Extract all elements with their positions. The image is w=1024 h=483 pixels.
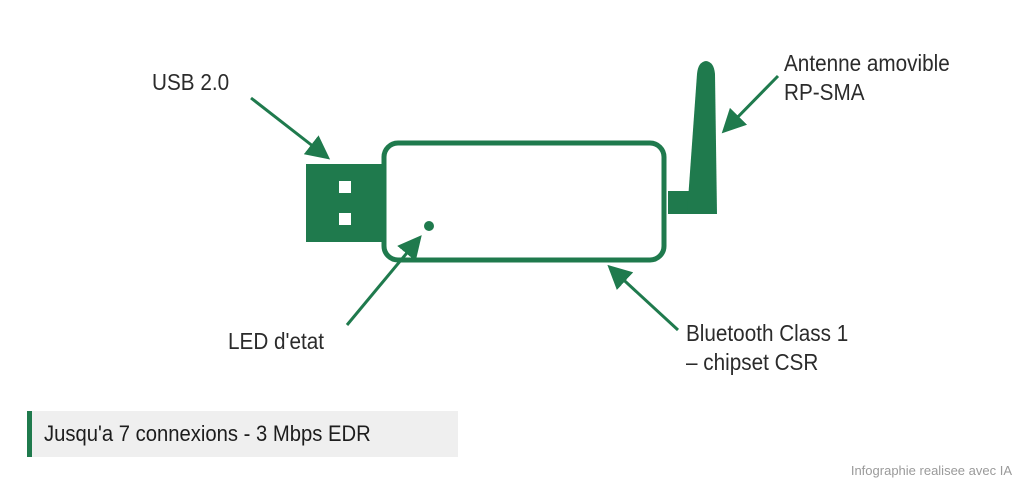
- usb-connector: [306, 164, 388, 242]
- antenna: [668, 61, 717, 214]
- status-led: [424, 221, 434, 231]
- bluetooth-label-line-2: – chipset CSR: [686, 349, 819, 375]
- antenna-label: Antenne amovible RP-SMA: [784, 49, 950, 107]
- led-label-text: LED d'etat: [228, 328, 325, 354]
- led-label: LED d'etat: [228, 327, 324, 356]
- usb-contact-slot-top: [339, 181, 351, 193]
- credit-text: Infographie realisee avec IA: [850, 463, 1012, 478]
- led-pointer-arrow: [345, 235, 422, 326]
- usb-label: USB 2.0: [152, 68, 229, 97]
- bluetooth-pointer-arrow: [607, 264, 680, 332]
- antenna-pointer-arrow: [721, 74, 780, 134]
- bluetooth-label: Bluetooth Class 1 – chipset CSR: [686, 319, 848, 377]
- dongle-body: [381, 140, 667, 263]
- antenna-label-line-1: Antenne amovible: [784, 50, 950, 76]
- footer-banner: Jusqu'a 7 connexions - 3 Mbps EDR: [27, 411, 458, 457]
- bluetooth-label-line-1: Bluetooth Class 1: [686, 320, 849, 346]
- usb-contact-slot-bottom: [339, 213, 351, 225]
- footer-banner-text: Jusqu'a 7 connexions - 3 Mbps EDR: [44, 421, 371, 446]
- usb-label-text: USB 2.0: [152, 69, 230, 95]
- usb-pointer-arrow: [250, 96, 331, 160]
- antenna-label-line-2: RP-SMA: [784, 79, 865, 105]
